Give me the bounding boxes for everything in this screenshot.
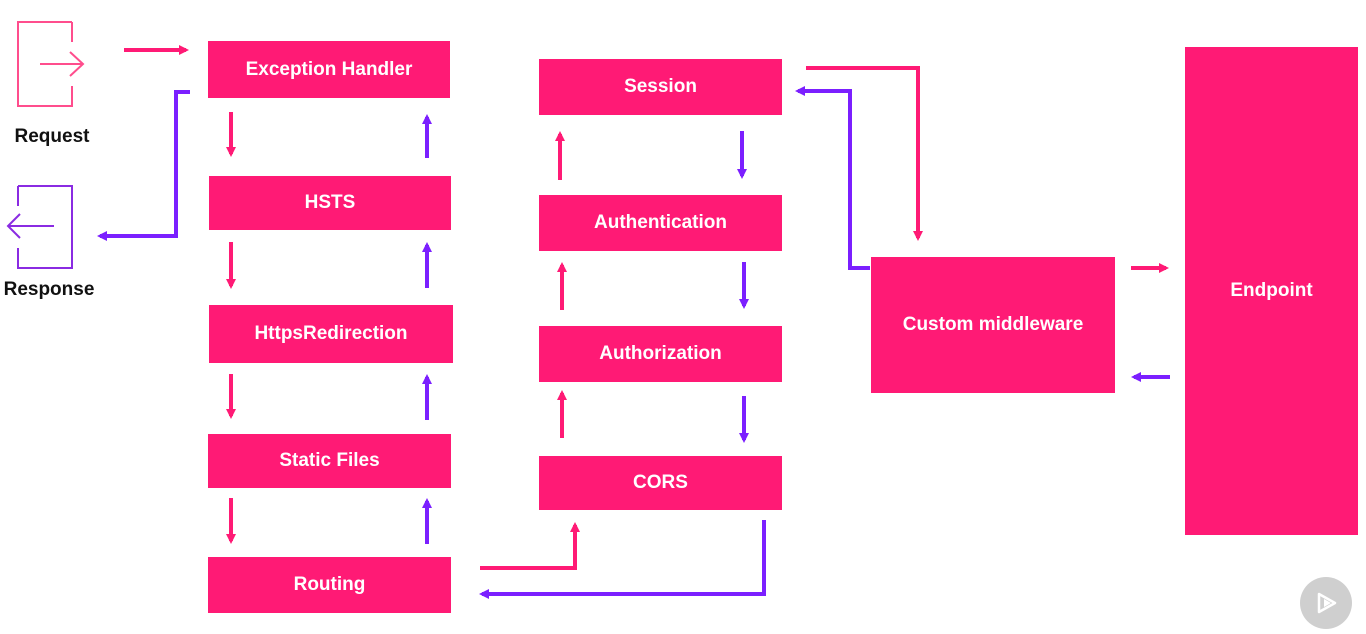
custom-to-session-arrow [795,86,870,270]
static-files-box: Static Files [208,434,451,488]
custom-middleware-box: Custom middleware [871,257,1115,393]
routing-box: Routing [208,557,451,613]
play-button[interactable] [1300,577,1352,629]
routing-to-cors-arrow [480,522,580,570]
play-icon [1317,592,1337,614]
session-box: Session [539,59,782,115]
authentication-box: Authentication [539,195,782,251]
enter-icon [17,21,85,107]
cors-box: CORS [539,456,782,510]
cors-to-routing-arrow [479,520,766,599]
exception-handler-box: Exception Handler [208,41,450,98]
middle-down-arrows [737,131,749,443]
response-label: Response [3,279,95,300]
request-label: Request [14,126,90,147]
authorization-box: Authorization [539,326,782,382]
response-arrow [97,90,190,241]
middle-up-arrows [555,131,567,438]
https-redirection-box: HttpsRedirection [209,305,453,363]
endpoint-box: Endpoint [1185,47,1358,535]
exit-icon [6,185,73,269]
hsts-box: HSTS [209,176,451,230]
session-to-custom-arrow [806,66,923,241]
